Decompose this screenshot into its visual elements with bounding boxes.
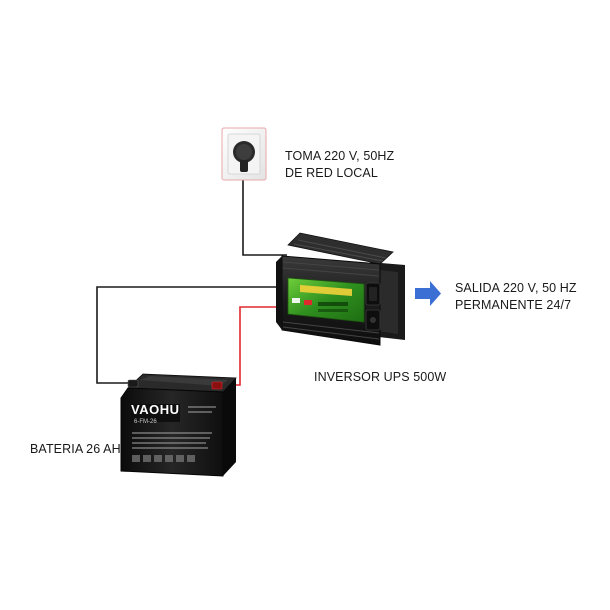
output-label-line1: SALIDA 220 V, 50 HZ — [455, 281, 577, 295]
inverter-device — [276, 232, 405, 346]
wall-socket — [221, 127, 267, 181]
wire-inverter-to-battery-black — [96, 286, 290, 384]
battery-label-text: BATERIA 26 AH — [30, 442, 121, 456]
outlet-label: TOMA 220 V, 50HZ DE RED LOCAL — [285, 148, 394, 182]
inverter-label: INVERSOR UPS 500W — [314, 369, 446, 386]
outlet-label-line1: TOMA 220 V, 50HZ — [285, 149, 395, 163]
output-label: SALIDA 220 V, 50 HZ PERMANENTE 24/7 — [455, 280, 577, 314]
battery-model: 6-FM-26 — [134, 419, 157, 425]
wire-socket-to-inverter — [242, 170, 287, 256]
battery-label: BATERIA 26 AH — [30, 441, 121, 458]
battery-brand: VAOHU — [131, 402, 180, 417]
battery-device — [120, 373, 237, 477]
output-label-line2: PERMANENTE 24/7 — [455, 298, 572, 312]
outlet-label-line2: DE RED LOCAL — [285, 166, 378, 180]
output-arrow-icon — [415, 281, 441, 306]
inverter-label-text: INVERSOR UPS 500W — [314, 370, 447, 384]
